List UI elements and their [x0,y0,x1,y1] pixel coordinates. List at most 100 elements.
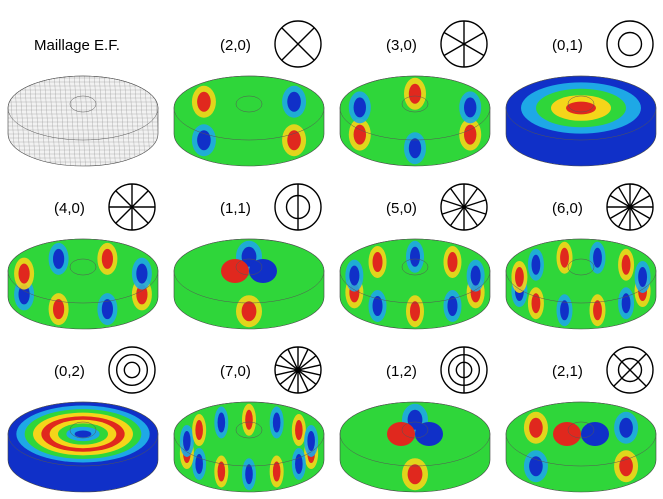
disk-top-edge [505,75,657,141]
disk-top-edge [7,238,159,304]
mode-shape-disk [7,401,159,493]
disk-top-edge [339,238,491,304]
mode-cell: (7,0) [166,326,332,493]
mode-lobe-core [18,263,30,284]
mode-shape-disk [339,401,491,493]
nodal-pattern-icon [274,346,322,394]
nodal-pattern-icon [440,183,488,231]
mode-shape-disk [7,238,159,330]
mode-lobe-core [408,83,422,104]
mode-shape-disk [173,75,325,167]
mode-lobe-core [53,248,65,269]
mode-lobe-core [217,412,226,433]
fe-mesh-disk [7,75,159,167]
mode-lobe-core [287,91,301,112]
nodal-pattern-icon [108,183,156,231]
mode-lobe-core [53,299,65,320]
mode-cell: (3,0) [332,0,498,167]
nodal-pattern-icon [606,346,654,394]
nodal-pattern-icon [108,346,156,394]
nodal-diameter [287,348,309,392]
disk-top-edge [505,238,657,304]
mode-label: (2,0) [220,37,251,54]
nodal-circle [617,357,643,383]
mode-lobe-core [410,246,420,267]
nodal-pattern-icon [274,183,322,231]
mode-lobe-core [407,464,423,485]
mode-label: (2,1) [552,363,583,380]
mode-label: (7,0) [220,363,251,380]
mode-lobe-core [197,91,211,112]
mode-lobe-inner [553,422,581,446]
disk-top-edge [173,75,325,141]
disk-boss [69,258,97,276]
mode-lobe-core [287,130,301,151]
mode-label: (1,2) [386,363,417,380]
mesh-cell: Maillage E.F. [0,0,166,167]
mode-lobe-core [560,300,569,321]
mode-band [566,101,596,115]
mode-lobe-core [136,263,148,284]
nodal-outer-circle [108,346,156,394]
nodal-pattern-icon [440,20,488,68]
mode-lobe-inner [387,422,415,446]
nodal-pattern-icon [606,183,654,231]
mode-lobe-core [447,251,458,272]
nodal-diameter [613,353,647,387]
mode-lobe-core [241,301,257,322]
mode-lobe-core [410,301,420,322]
mode-cell: (1,2) [332,326,498,493]
mode-lobe-core [295,420,303,441]
disk-boss [235,421,263,439]
mode-lobe-core [217,461,226,482]
mode-lobe-core [515,266,524,287]
mode-lobe-core [272,412,281,433]
nodal-diameter [449,187,479,227]
disk-top-edge [173,238,325,304]
nodal-diameter [617,186,643,228]
mode-shape-disk [173,238,325,330]
mode-lobe-core [407,409,423,430]
mode-lobe-core [593,300,602,321]
mode-lobe-core [307,430,315,451]
disk-boss [235,258,263,276]
mode-shape-disk [339,238,491,330]
nodal-pattern-icon [440,346,488,394]
mode-cell: (5,0) [332,163,498,330]
mode-lobe-core [464,97,477,118]
mode-lobe-inner [415,422,443,446]
nodal-outer-circle [606,346,654,394]
disk-top-edge [7,401,159,467]
mode-lobe-inner [249,259,277,283]
mode-lobe-core [447,296,458,317]
mode-lobe-core [353,124,366,145]
mode-lobe-core [531,293,541,314]
nodal-circle [123,361,141,379]
disk-top-edge [339,401,491,467]
nodal-diameter [115,190,149,224]
mode-cell: (0,1) [498,0,663,167]
mode-lobe-core [101,299,113,320]
disk-boss [567,258,595,276]
mode-lobe-core [372,251,383,272]
mode-lobe-core [470,265,481,286]
mode-lobe-core [529,417,543,438]
mode-shape-disk [505,75,657,167]
mode-label: (4,0) [54,200,85,217]
disk-boss [69,421,97,439]
mesh-label: Maillage E.F. [34,37,120,54]
mode-label: (0,2) [54,363,85,380]
disk-top-edge [7,75,159,141]
disk-top-edge [339,75,491,141]
mode-cell: (0,2) [0,326,166,493]
nodal-outer-circle [274,20,322,68]
mode-cell: (2,0) [166,0,332,167]
mode-lobe-core [619,417,633,438]
mode-lobe-core [272,461,281,482]
disk-boss [567,95,595,113]
nodal-pattern-icon [606,20,654,68]
disk-top-edge [505,401,657,467]
nodal-outer-circle [606,20,654,68]
mode-band [74,430,92,438]
mode-cell: (6,0) [498,163,663,330]
